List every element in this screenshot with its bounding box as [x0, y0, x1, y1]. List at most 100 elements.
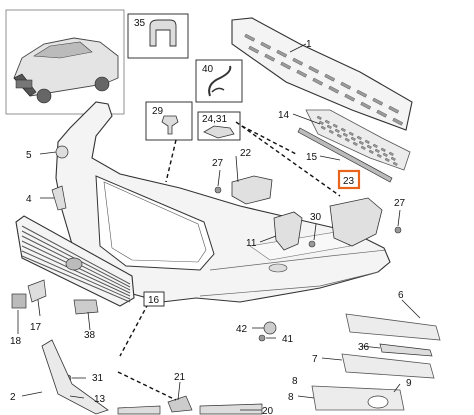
callout-35: 35 — [134, 18, 146, 29]
grid-hole — [328, 85, 340, 94]
grid-hole — [360, 101, 372, 110]
part-11-bracket — [273, 211, 303, 251]
grille-bar — [21, 245, 131, 297]
part-1-absorber — [231, 17, 413, 131]
grid-hole — [260, 41, 272, 50]
grid-hole — [364, 139, 370, 144]
grid-hole — [308, 65, 320, 74]
part-27-bolt-a — [214, 186, 222, 194]
grid-hole — [384, 157, 390, 162]
grid-hole — [348, 131, 354, 136]
part-18-plate — [11, 293, 27, 309]
part-4-clip — [51, 185, 67, 211]
grid-hole — [392, 117, 404, 126]
grid-hole — [392, 161, 398, 166]
grille-bar — [21, 225, 131, 285]
callout-8b: 8 — [288, 392, 294, 403]
callout-23-highlight — [337, 169, 361, 190]
callout-16: 16 — [148, 295, 160, 306]
callout-23: 23 — [343, 176, 355, 187]
callout-2: 2 — [10, 392, 16, 403]
grid-hole — [332, 123, 338, 128]
callout-36: 36 — [358, 342, 370, 353]
grid-hole — [344, 93, 356, 102]
detail-box-29 — [145, 101, 193, 141]
grid-hole — [344, 137, 350, 142]
grid-hole — [280, 61, 292, 70]
grid-hole — [292, 57, 304, 66]
callout-27a: 27 — [212, 158, 224, 169]
callout-8a: 8 — [292, 376, 298, 387]
grid-hole — [336, 133, 342, 138]
grid-hole — [244, 33, 256, 42]
car-thumbnail — [5, 9, 125, 115]
grid-hole — [248, 45, 260, 54]
grid-hole — [382, 152, 388, 157]
part-41-bolt — [258, 334, 266, 342]
grid-hole — [360, 145, 366, 150]
part-22-bracket — [231, 175, 273, 205]
grid-hole — [368, 149, 374, 154]
part-8-fog-grille — [311, 385, 405, 411]
callout-labels: 1 2 4 5 6 7 8 8 9 11 13 14 15 16 17 18 2… — [10, 18, 412, 415]
grid-hole — [374, 148, 380, 153]
callout-22: 22 — [240, 148, 252, 159]
grid-hole — [388, 151, 394, 156]
part-30-bolt — [308, 240, 316, 248]
grid-hole — [376, 109, 388, 118]
grid-hole — [324, 73, 336, 82]
part-36-strip — [379, 343, 433, 357]
grid-hole — [388, 105, 400, 114]
grid-hole — [276, 49, 288, 58]
grille-bar — [21, 255, 131, 303]
grid-hole — [372, 143, 378, 148]
grid-hole — [312, 77, 324, 86]
grid-hole — [326, 124, 332, 129]
callout-1: 1 — [306, 39, 312, 50]
part-38-clip — [73, 299, 99, 315]
callout-30: 30 — [310, 212, 322, 223]
grid-hole — [372, 97, 384, 106]
callout-16-box — [143, 291, 165, 307]
callout-42: 42 — [236, 324, 248, 335]
callout-21: 21 — [174, 372, 186, 383]
grid-hole — [318, 120, 324, 125]
grid-hole — [350, 136, 356, 141]
part-42-plug — [263, 321, 277, 335]
grid-hole — [264, 53, 276, 62]
leader-lines — [17, 43, 421, 411]
callout-24-31: 24,31 — [202, 114, 227, 125]
callout-18: 18 — [10, 336, 22, 347]
part-14-mesh — [305, 109, 411, 171]
detail-box-35 — [127, 13, 189, 59]
grid-hole — [340, 127, 346, 132]
part-20-strip — [117, 403, 263, 415]
callout-4: 4 — [26, 194, 32, 205]
callout-31: 31 — [92, 373, 104, 384]
grid-hole — [320, 125, 326, 130]
grid-hole — [328, 129, 334, 134]
callout-11: 11 — [246, 238, 257, 249]
callout-41: 41 — [282, 334, 294, 345]
grid-hole — [356, 135, 362, 140]
front-grille — [15, 215, 135, 307]
detail-box-40 — [195, 59, 243, 103]
callout-9: 9 — [406, 378, 412, 389]
grid-hole — [366, 144, 372, 149]
grid-hole — [342, 132, 348, 137]
callout-15: 15 — [306, 152, 318, 163]
callout-20: 20 — [262, 406, 274, 415]
callout-5: 5 — [26, 150, 32, 161]
part-23-bracket — [329, 197, 383, 247]
grille-bar — [21, 250, 131, 300]
part-2-spoiler — [41, 339, 109, 415]
grid-hole — [376, 153, 382, 158]
callout-27b: 27 — [394, 198, 406, 209]
part-27-bolt-b — [394, 226, 402, 234]
callout-29: 29 — [152, 106, 164, 117]
part-21-clip — [167, 395, 193, 413]
grid-hole — [340, 81, 352, 90]
callout-7: 7 — [312, 354, 318, 365]
part-5-cap — [55, 145, 69, 159]
